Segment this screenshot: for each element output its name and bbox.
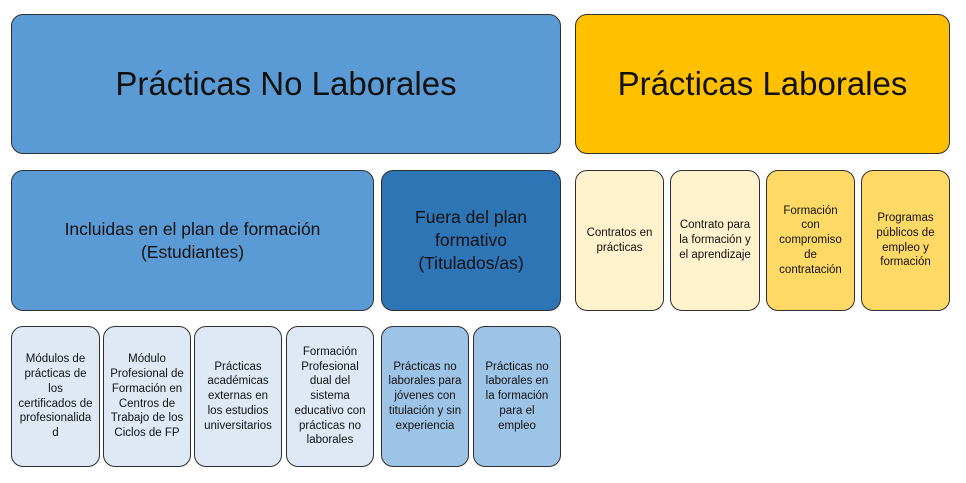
- laborales-item-label: Formación con compromiso de contratación: [779, 204, 842, 276]
- incluidas-item: Módulo Profesional de Formación en Centr…: [103, 326, 191, 467]
- incluidas-plan-formacion-box: Incluidas en el plan de formación (Estud…: [11, 170, 374, 311]
- incluidas-item: Prácticas académicas externas en los est…: [194, 326, 282, 467]
- practicas-laborales-title: Prácticas Laborales: [617, 65, 908, 103]
- fuera-item: Prácticas no laborales en la formación p…: [473, 326, 561, 467]
- incluidas-plan-formacion-title: Incluidas en el plan de formación (Estud…: [64, 218, 321, 262]
- incluidas-item-label: Módulo Profesional de Formación en Centr…: [110, 353, 184, 439]
- fuera-plan-formativo-box: Fuera del plan formativo (Titulados/as): [381, 170, 561, 311]
- fuera-item-label: Prácticas no laborales para jóvenes con …: [388, 360, 462, 432]
- laborales-item: Contratos en prácticas: [575, 170, 664, 311]
- incluidas-item-label: Prácticas académicas externas en los est…: [204, 360, 272, 432]
- practicas-no-laborales-header: Prácticas No Laborales: [11, 14, 561, 154]
- laborales-item: Contrato para la formación y el aprendiz…: [670, 170, 760, 311]
- practicas-no-laborales-title: Prácticas No Laborales: [115, 65, 457, 103]
- laborales-item-label: Contrato para la formación y el aprendiz…: [679, 219, 751, 261]
- laborales-item-label: Contratos en prácticas: [586, 226, 653, 254]
- incluidas-item-label: Formación Profesional dual del sistema e…: [294, 345, 366, 447]
- fuera-plan-formativo-title: Fuera del plan formativo (Titulados/as): [415, 207, 527, 273]
- incluidas-item-label: Módulos de prácticas de los certificados…: [18, 353, 93, 439]
- laborales-item: Programas públicos de empleo y formación: [861, 170, 950, 311]
- laborales-item-label: Programas públicos de empleo y formación: [876, 212, 935, 269]
- incluidas-item: Módulos de prácticas de los certificados…: [11, 326, 100, 467]
- practicas-laborales-header: Prácticas Laborales: [575, 14, 950, 154]
- incluidas-item: Formación Profesional dual del sistema e…: [286, 326, 374, 467]
- fuera-item-label: Prácticas no laborales en la formación p…: [485, 360, 549, 432]
- fuera-item: Prácticas no laborales para jóvenes con …: [381, 326, 469, 467]
- laborales-item: Formación con compromiso de contratación: [766, 170, 855, 311]
